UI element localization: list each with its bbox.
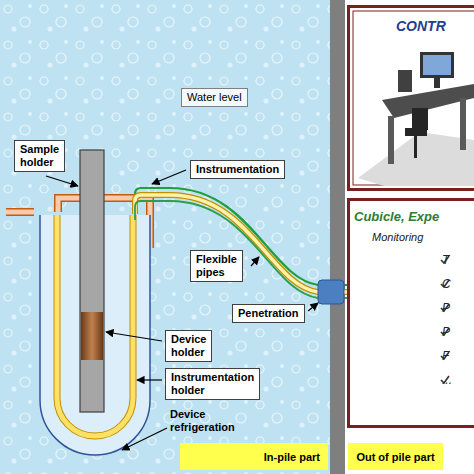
checklist-item: P [442, 325, 450, 339]
node-label: Out of pile part [356, 451, 434, 463]
sample-holder-rod [80, 150, 104, 412]
control-frame-inner [353, 11, 474, 185]
node-label: Instrumentation [196, 163, 279, 176]
label-box: Flexible pipes [190, 250, 243, 282]
label-box: Penetration [232, 304, 305, 323]
label-box: Instrumentation holder [165, 368, 260, 400]
node-label: Device holder [171, 333, 206, 359]
penetration-block [318, 280, 344, 304]
label-box: Device holder [165, 330, 212, 362]
cubicle-panel: Cubicle, ExpeMonitoringTCPPF... [347, 198, 474, 428]
node-label: Sample holder [20, 143, 59, 169]
check-marks [441, 256, 449, 383]
node-label: Water level [187, 91, 242, 104]
panel-heading: CONTR [396, 18, 446, 34]
panel-heading: Cubicle, Expe [354, 209, 439, 224]
node-label: Flexible pipes [196, 253, 237, 279]
sample [81, 312, 103, 360]
checklist-item: C [442, 277, 451, 291]
flexible-pipes [135, 188, 348, 298]
part-band: Out of pile part [348, 443, 443, 470]
node-label: Instrumentation holder [171, 371, 254, 397]
part-label: Device refrigeration [170, 408, 235, 434]
checklist-item: ... [442, 373, 452, 387]
checklist-item: P [442, 301, 450, 315]
control-room-panel: CONTR [347, 5, 474, 191]
pool-wall [330, 0, 345, 474]
checklist-item: F [442, 349, 449, 363]
label-box: Instrumentation [190, 160, 285, 179]
checklist-item: T [442, 253, 449, 267]
part-band: In-pile part [180, 443, 328, 470]
label-box: Water level [181, 88, 248, 107]
panel-heading: Monitoring [372, 231, 423, 243]
node-label: Penetration [238, 307, 299, 320]
node-label: In-pile part [264, 451, 320, 463]
desk-illustration [358, 52, 474, 186]
label-box: Sample holder [14, 140, 65, 172]
leader-arrows [46, 170, 318, 450]
pool-water [0, 0, 331, 474]
